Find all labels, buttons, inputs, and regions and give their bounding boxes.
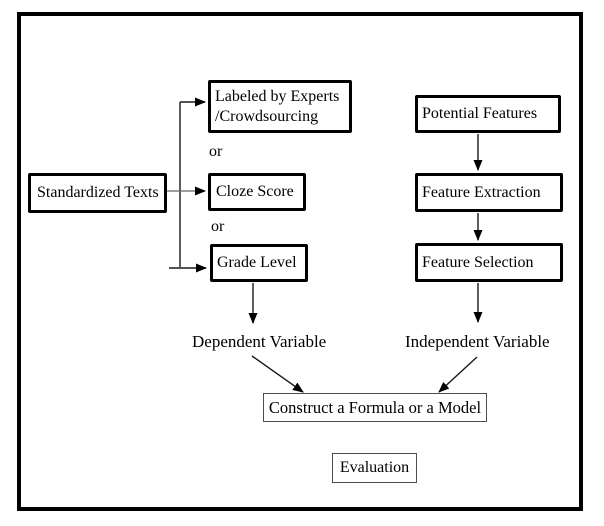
label-or-bottom: or: [211, 218, 225, 235]
arrow-dependent-to-construct: [251, 355, 304, 393]
label-independent-variable: Independent Variable: [405, 332, 550, 351]
box-grade-level-label: Grade Level: [217, 254, 297, 272]
box-labeled-by-experts-label: Labeled by Experts/Crowdsourcing: [215, 87, 339, 127]
box-evaluation-label: Evaluation: [339, 459, 410, 477]
box-feature-selection: Feature Selection: [415, 243, 563, 282]
box-construct-formula-label: Construct a Formula or a Model: [268, 397, 482, 417]
label-dependent-variable: Dependent Variable: [192, 332, 327, 351]
labeled-line1: Labeled by Experts: [215, 87, 340, 105]
box-standardized-texts-label: Standardized Texts: [37, 184, 159, 202]
box-evaluation: Evaluation: [332, 453, 417, 483]
box-feature-selection-label: Feature Selection: [422, 253, 534, 271]
box-standardized-texts: Standardized Texts: [28, 173, 167, 213]
box-grade-level: Grade Level: [210, 244, 308, 282]
label-or-top: or: [209, 143, 223, 160]
labeled-line2: /Crowdsourcing: [215, 107, 319, 125]
box-construct-formula: Construct a Formula or a Model: [263, 393, 487, 422]
box-cloze-score: Cloze Score: [208, 173, 306, 211]
box-feature-extraction-label: Feature Extraction: [422, 183, 541, 201]
box-potential-features: Potential Features: [415, 95, 561, 133]
arrow-independent-to-construct: [438, 356, 478, 393]
box-feature-extraction: Feature Extraction: [415, 173, 563, 212]
box-cloze-score-label: Cloze Score: [216, 183, 294, 201]
box-labeled-by-experts: Labeled by Experts/Crowdsourcing: [208, 80, 352, 133]
box-potential-features-label: Potential Features: [422, 105, 538, 123]
outer-frame: [17, 12, 583, 511]
